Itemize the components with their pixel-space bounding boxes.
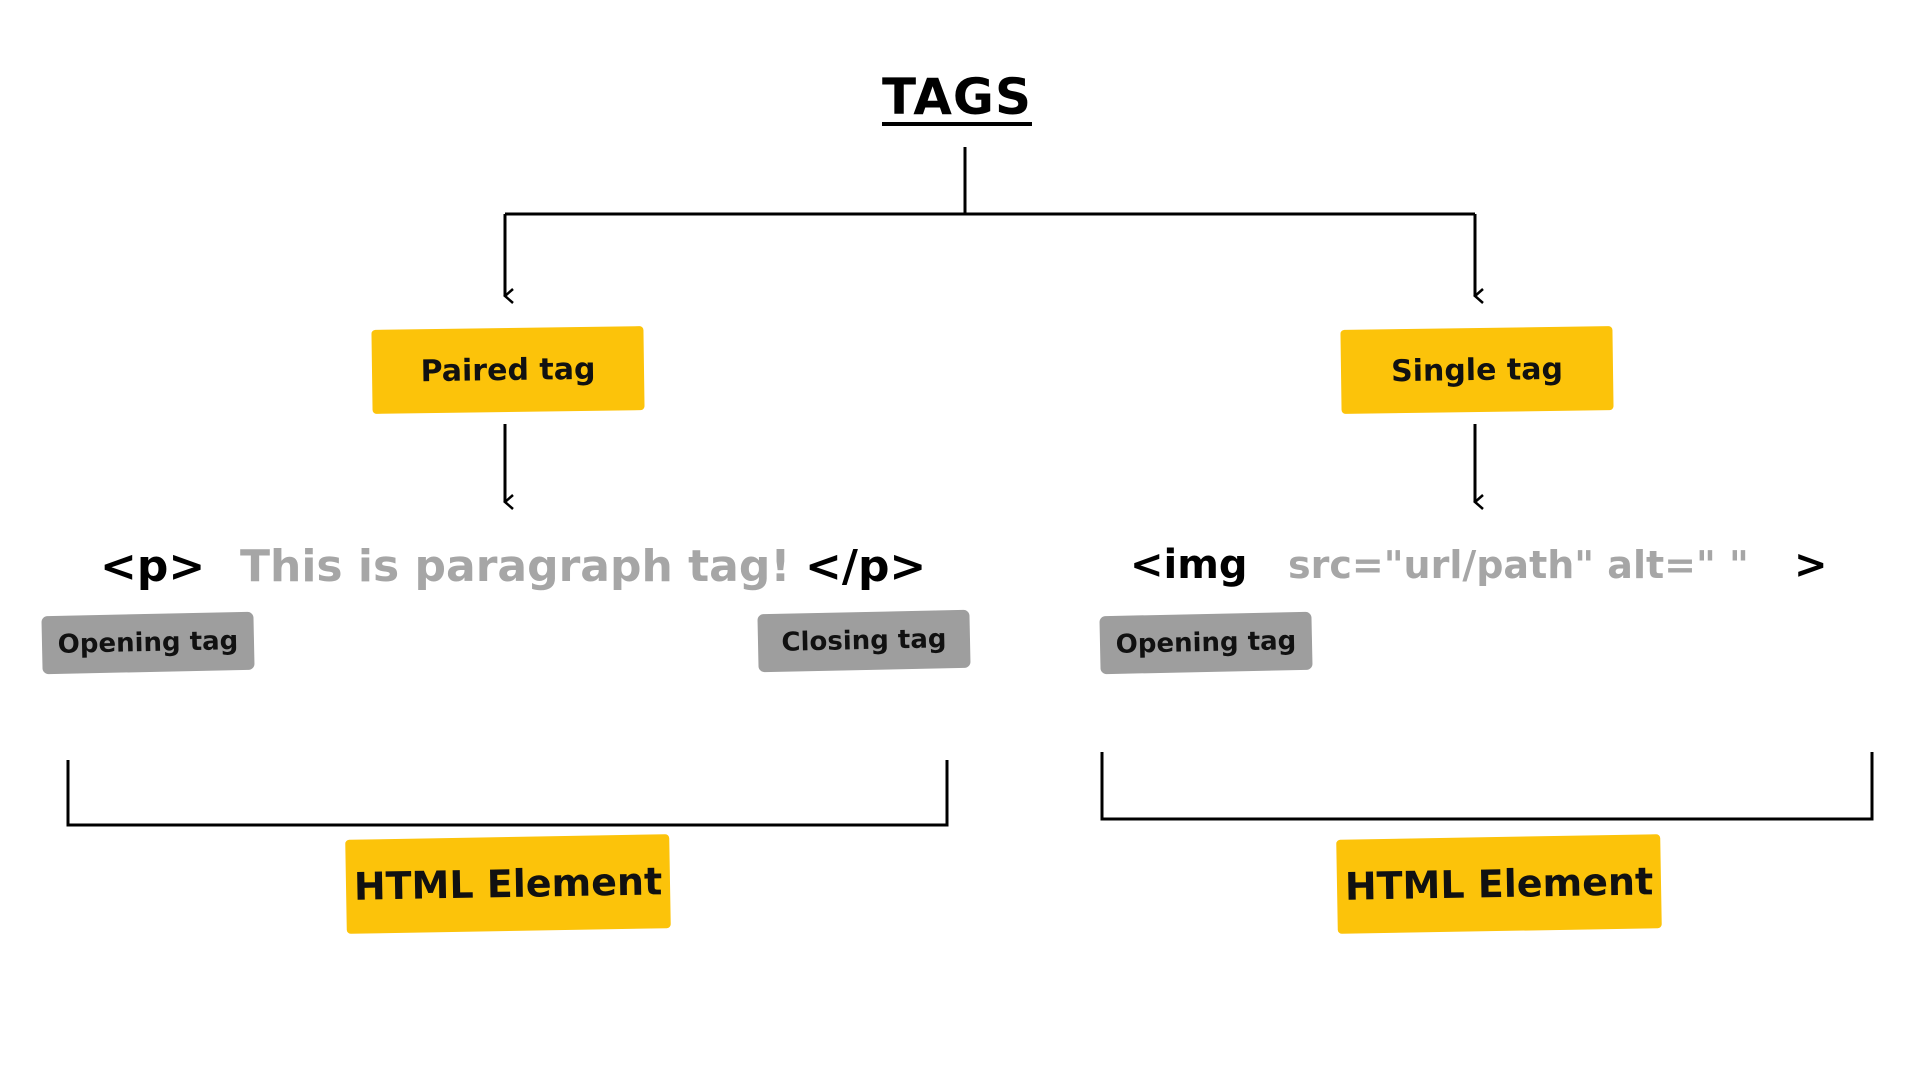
single-html-element-label: HTML Element xyxy=(1336,834,1662,934)
paired-opening-tag-chip: Opening tag xyxy=(41,611,255,675)
single-opening-tag-chip: Opening tag xyxy=(1099,611,1313,675)
single-attributes-text: src="url/path" alt=" " xyxy=(1288,543,1749,587)
diagram-title: TAGS xyxy=(882,68,1032,126)
single-opening-code: <img xyxy=(1130,542,1248,588)
paired-closing-tag-chip-text: Closing tag xyxy=(781,624,947,658)
paired-html-element-label: HTML Element xyxy=(345,834,671,934)
single-tag-label: Single tag xyxy=(1340,326,1614,414)
paired-tag-label-text: Paired tag xyxy=(420,351,596,389)
paired-closing-tag-chip: Closing tag xyxy=(757,609,971,673)
single-closing-bracket: > xyxy=(1794,542,1828,588)
paired-element-bracket xyxy=(66,760,949,827)
paired-closing-code: </p> xyxy=(805,541,927,592)
paired-html-element-label-text: HTML Element xyxy=(353,859,663,909)
paired-opening-code: <p> xyxy=(100,541,206,592)
paired-content-text: This is paragraph tag! xyxy=(240,541,791,592)
single-opening-tag-chip-text: Opening tag xyxy=(1115,626,1297,660)
single-html-element-label-text: HTML Element xyxy=(1344,859,1654,909)
paired-tag-label: Paired tag xyxy=(371,326,645,414)
single-element-bracket xyxy=(1100,752,1874,821)
single-tag-label-text: Single tag xyxy=(1390,351,1564,389)
paired-opening-tag-chip-text: Opening tag xyxy=(57,626,239,660)
